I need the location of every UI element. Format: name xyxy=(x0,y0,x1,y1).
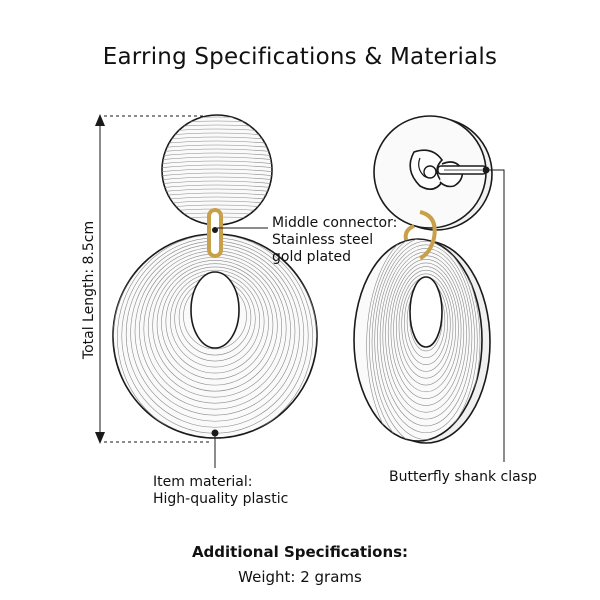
front-cutout xyxy=(190,271,240,349)
clasp-leader-line xyxy=(486,169,505,462)
front-earring-icon xyxy=(112,114,318,468)
back-cutout xyxy=(409,276,443,348)
connector-callout-dot xyxy=(212,227,218,233)
connector-callout: Middle connector: Stainless steel gold p… xyxy=(272,215,397,266)
clasp-callout: Butterfly shank clasp xyxy=(389,469,537,486)
arrow-bottom-icon xyxy=(95,432,105,444)
additional-specs-heading: Additional Specifications: xyxy=(191,543,409,561)
material-callout-line-1: Item material: xyxy=(153,474,253,490)
connector-callout-line-1: Middle connector: xyxy=(272,215,398,231)
butterfly-clasp-icon xyxy=(409,149,487,190)
page-title: Earring Specifications & Materials xyxy=(102,44,498,70)
connector-callout-line-2: Stainless steel xyxy=(272,232,374,248)
weight-spec: Weight: 2 grams xyxy=(238,568,362,586)
material-callout-line-2: High-quality plastic xyxy=(153,491,289,507)
back-earring-icon xyxy=(353,115,505,462)
connector-callout-line-3: gold plated xyxy=(272,249,352,265)
back-gold-connector xyxy=(419,210,437,260)
material-callout: Item material: High-quality plastic xyxy=(153,474,288,508)
clasp-callout-text: Butterfly shank clasp xyxy=(389,469,537,485)
arrow-top-icon xyxy=(95,114,105,126)
total-length-dimension xyxy=(95,114,212,444)
